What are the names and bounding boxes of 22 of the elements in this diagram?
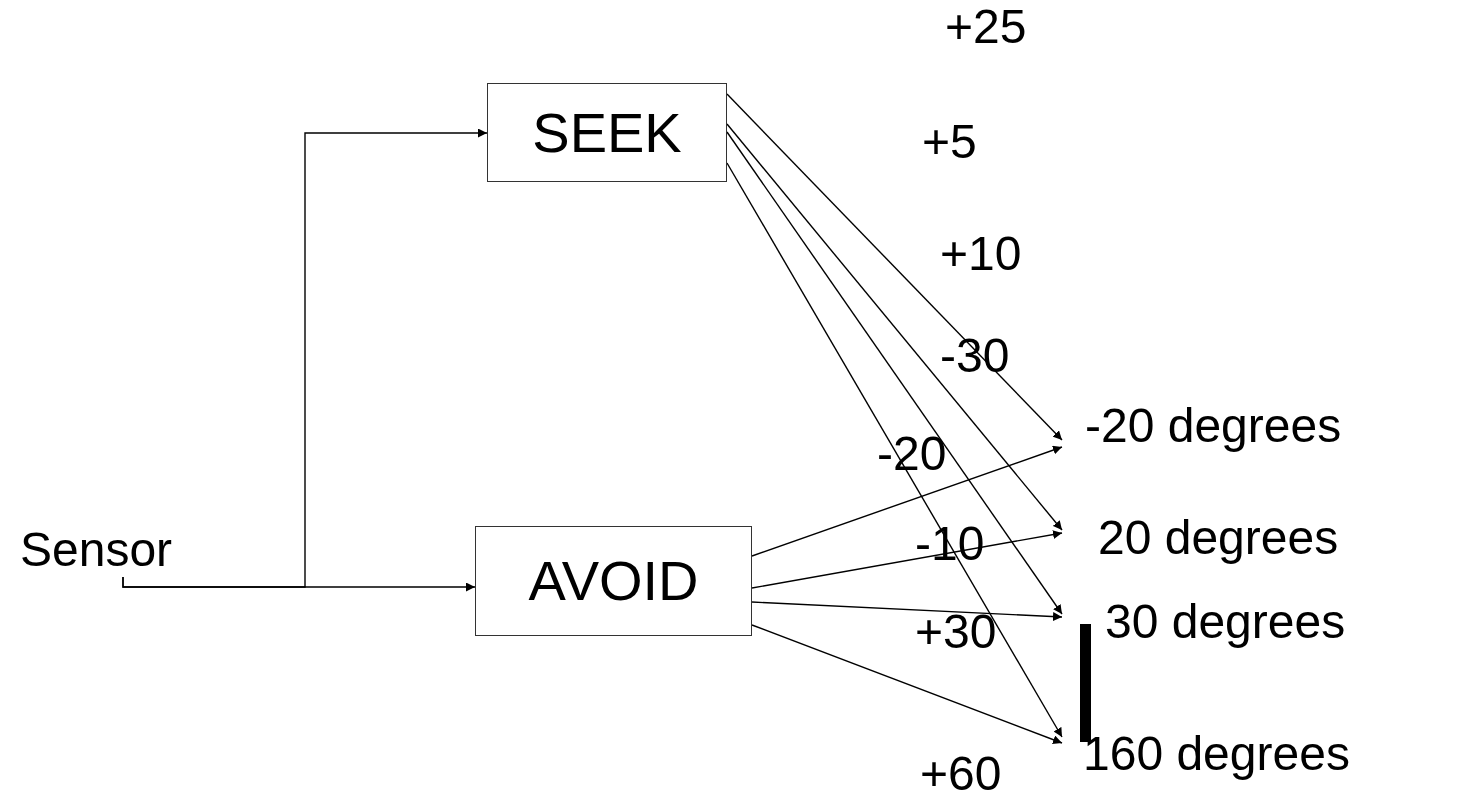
weight-label: +25 bbox=[945, 3, 1027, 51]
weight-label: +60 bbox=[920, 750, 1002, 798]
node-label: Sensor bbox=[20, 525, 173, 574]
box-label: AVOID bbox=[528, 553, 699, 609]
arrow bbox=[122, 576, 476, 592]
arrow bbox=[726, 162, 1063, 738]
node-label: 30 degrees bbox=[1105, 598, 1346, 646]
arrow bbox=[751, 445, 1063, 557]
weight-label: +5 bbox=[922, 118, 977, 166]
node-label: 20 degrees bbox=[1098, 514, 1339, 562]
node-label: -20 degrees bbox=[1085, 402, 1342, 450]
arrow bbox=[726, 93, 1063, 441]
arrow bbox=[751, 624, 1063, 744]
node-label: 160 degrees bbox=[1083, 730, 1350, 778]
process-box bbox=[475, 526, 752, 636]
weight-label: +30 bbox=[915, 608, 997, 656]
process-box bbox=[487, 83, 727, 182]
weight-label: +10 bbox=[940, 230, 1022, 278]
arrow bbox=[726, 131, 1063, 615]
arrow bbox=[751, 601, 1063, 622]
arrow bbox=[726, 123, 1063, 531]
box-label: SEEK bbox=[532, 104, 682, 161]
